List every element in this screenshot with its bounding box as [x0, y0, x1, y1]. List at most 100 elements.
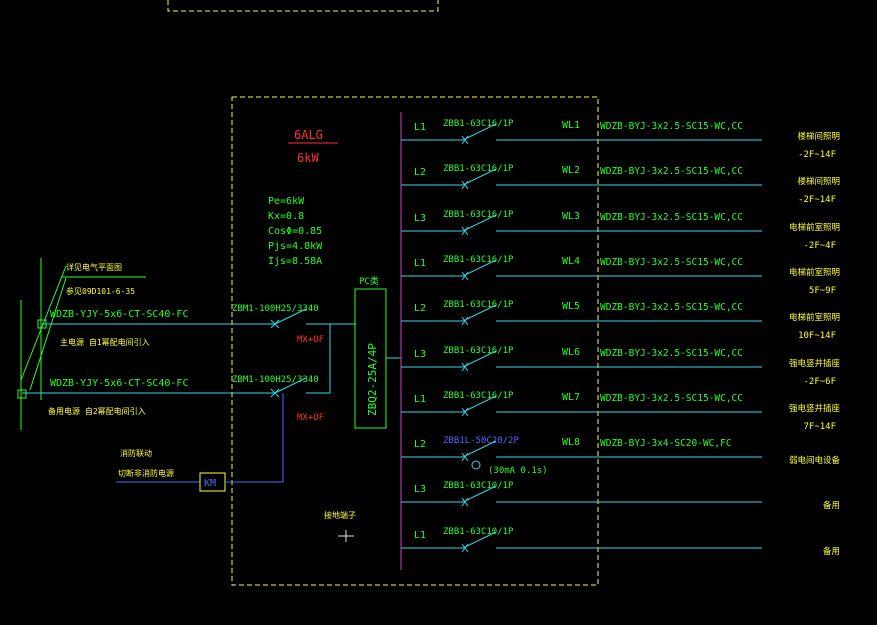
circuit-floors: 5F~9F [809, 286, 836, 296]
circuit-cable: WDZB-BYJ-3x4-SC20-WC,FC [600, 438, 732, 449]
incoming-accessory-2: MX+OF [297, 413, 324, 423]
incoming-junction-2 [17, 389, 27, 399]
circuit-line [401, 304, 762, 322]
circuit-cable: WDZB-BYJ-3x2.5-SC15-WC,CC [600, 166, 743, 177]
circuit-cable: WDZB-BYJ-3x2.5-SC15-WC,CC [600, 348, 743, 359]
circuit-id: WL5 [562, 301, 580, 312]
incoming-breaker-1: ZBM1-100H25/3340 [232, 304, 319, 314]
circuit-phase: L1 [414, 258, 426, 269]
circuit-id: WL7 [562, 392, 580, 403]
circuit-cable: WDZB-BYJ-3x2.5-SC15-WC,CC [600, 212, 743, 223]
circuit-floors: 7F~14F [803, 422, 836, 432]
circuit-breaker: ZBB1-63C16/1P [443, 346, 514, 356]
circuit-switch-mark [461, 407, 469, 417]
circuit-id: WL4 [562, 256, 580, 267]
incoming-switch-1-mark [270, 319, 280, 329]
circuit-description: 弱电间电设备 [789, 455, 841, 466]
circuit-switch-mark [461, 271, 469, 281]
circuit-id: WL2 [562, 165, 580, 176]
circuit-line [401, 485, 762, 503]
incoming-source-1: 主电源 自1幂配电间引入 [60, 337, 150, 347]
incoming-switch-1 [274, 308, 356, 325]
circuit-cable: WDZB-BYJ-3x2.5-SC15-WC,CC [600, 257, 743, 268]
panel-boundary [231, 96, 599, 586]
circuit-description: 楼梯间照明 [797, 176, 840, 187]
rcd-rating: (30mA 0.1s) [488, 466, 548, 476]
circuit-phase: L2 [414, 439, 426, 450]
circuit-cable: WDZB-BYJ-3x2.5-SC15-WC,CC [600, 121, 743, 132]
circuit-phase: L1 [414, 530, 426, 541]
circuit-id: WL1 [562, 120, 580, 131]
leader-diagonal-1 [20, 265, 67, 381]
calc-ijs: Ijs=8.58A [268, 256, 322, 267]
panel-name: 6ALG [294, 128, 323, 142]
circuit-switch-mark [461, 543, 469, 553]
ground-label: 接地端子 [324, 510, 356, 520]
circuit-description: 备用 [823, 546, 840, 557]
circuit-phase: L2 [414, 167, 426, 178]
circuit-description: 电梯前室照明 [789, 312, 840, 323]
incoming-cable-1: WDZB-YJY-5x6-CT-SC40-FC [50, 309, 188, 320]
circuit-floors: 10F~14F [798, 331, 836, 341]
circuit-line [401, 123, 762, 141]
contactor-label: KM [204, 478, 216, 489]
circuit-line [401, 168, 762, 186]
circuit-line [401, 440, 762, 458]
leader-diagonal-2 [29, 277, 67, 391]
circuit-id: WL8 [562, 437, 580, 448]
circuit-switch-mark [461, 497, 469, 507]
circuit-phase: L1 [414, 394, 426, 405]
circuit-description: 电梯前室照明 [789, 222, 840, 233]
circuit-line [401, 214, 762, 232]
circuit-line [401, 395, 762, 413]
circuit-description: 备用 [823, 500, 840, 511]
circuit-breaker: ZBB1-63C16/1P [443, 119, 514, 129]
circuit-breaker: ZBB1-63C16/1P [443, 210, 514, 220]
ground-symbol [338, 530, 354, 542]
circuit-phase: L3 [414, 484, 426, 495]
circuit-description: 楼梯间照明 [797, 131, 840, 142]
calc-pe: Pe=6kW [268, 196, 305, 207]
calc-cos: CosΦ=0.85 [268, 226, 322, 237]
circuit-floors: -2F~14F [798, 150, 836, 160]
calc-pjs: Pjs=4.8kW [268, 241, 323, 252]
circuit-cable: WDZB-BYJ-3x2.5-SC15-WC,CC [600, 393, 743, 404]
circuit-phase: L1 [414, 122, 426, 133]
circuit-breaker: ZBB1-63C10/1P [443, 481, 514, 491]
incoming-source-2: 备用电源 自2幂配电间引入 [48, 406, 146, 416]
circuit-id: WL3 [562, 211, 580, 222]
circuit-description: 强电竖井插座 [789, 403, 841, 414]
upper-panel-fragment [167, 0, 439, 12]
circuit-line [401, 531, 762, 549]
circuit-switch-mark [461, 452, 469, 462]
circuit-cable: WDZB-BYJ-3x2.5-SC15-WC,CC [600, 302, 743, 313]
circuit-breaker: ZBB1-63C16/1P [443, 300, 514, 310]
pc-label: PC类 [359, 275, 379, 287]
incoming-switch-2 [274, 324, 331, 394]
circuit-floors: -2F~4F [803, 241, 836, 251]
circuit-breaker: ZBB1L-50C20/2P [443, 436, 519, 446]
circuit-description: 强电竖井插座 [789, 358, 841, 369]
contactor-control-line [225, 393, 284, 483]
circuit-line [401, 259, 762, 277]
circuit-floors: -2F~6F [803, 377, 836, 387]
incoming-switch-2-mark [270, 388, 280, 398]
circuit-switch-mark [461, 362, 469, 372]
circuit-switch-mark [461, 135, 469, 145]
circuit-line [401, 350, 762, 368]
calc-kx: Kx=0.8 [268, 211, 304, 222]
circuit-switch-mark [461, 316, 469, 326]
circuit-switch-mark [461, 180, 469, 190]
circuit-breaker: ZBB1-63C16/1P [443, 164, 514, 174]
panel-power: 6kW [297, 151, 319, 165]
circuit-breaker: ZBB1-63C16/1P [443, 255, 514, 265]
fire-link-cutoff-label: 切断非消防电源 [118, 468, 174, 478]
circuit-phase: L2 [414, 303, 426, 314]
circuit-id: WL6 [562, 347, 580, 358]
main-breaker-label: ZBQ2-25A/4P [366, 343, 379, 416]
circuit-breaker: ZBB1-63C10/1P [443, 527, 514, 537]
circuit-description: 电梯前室照明 [789, 267, 840, 278]
incoming-breaker-2: ZBM1-100H25/3340 [232, 375, 319, 385]
circuit-phase: L3 [414, 349, 426, 360]
